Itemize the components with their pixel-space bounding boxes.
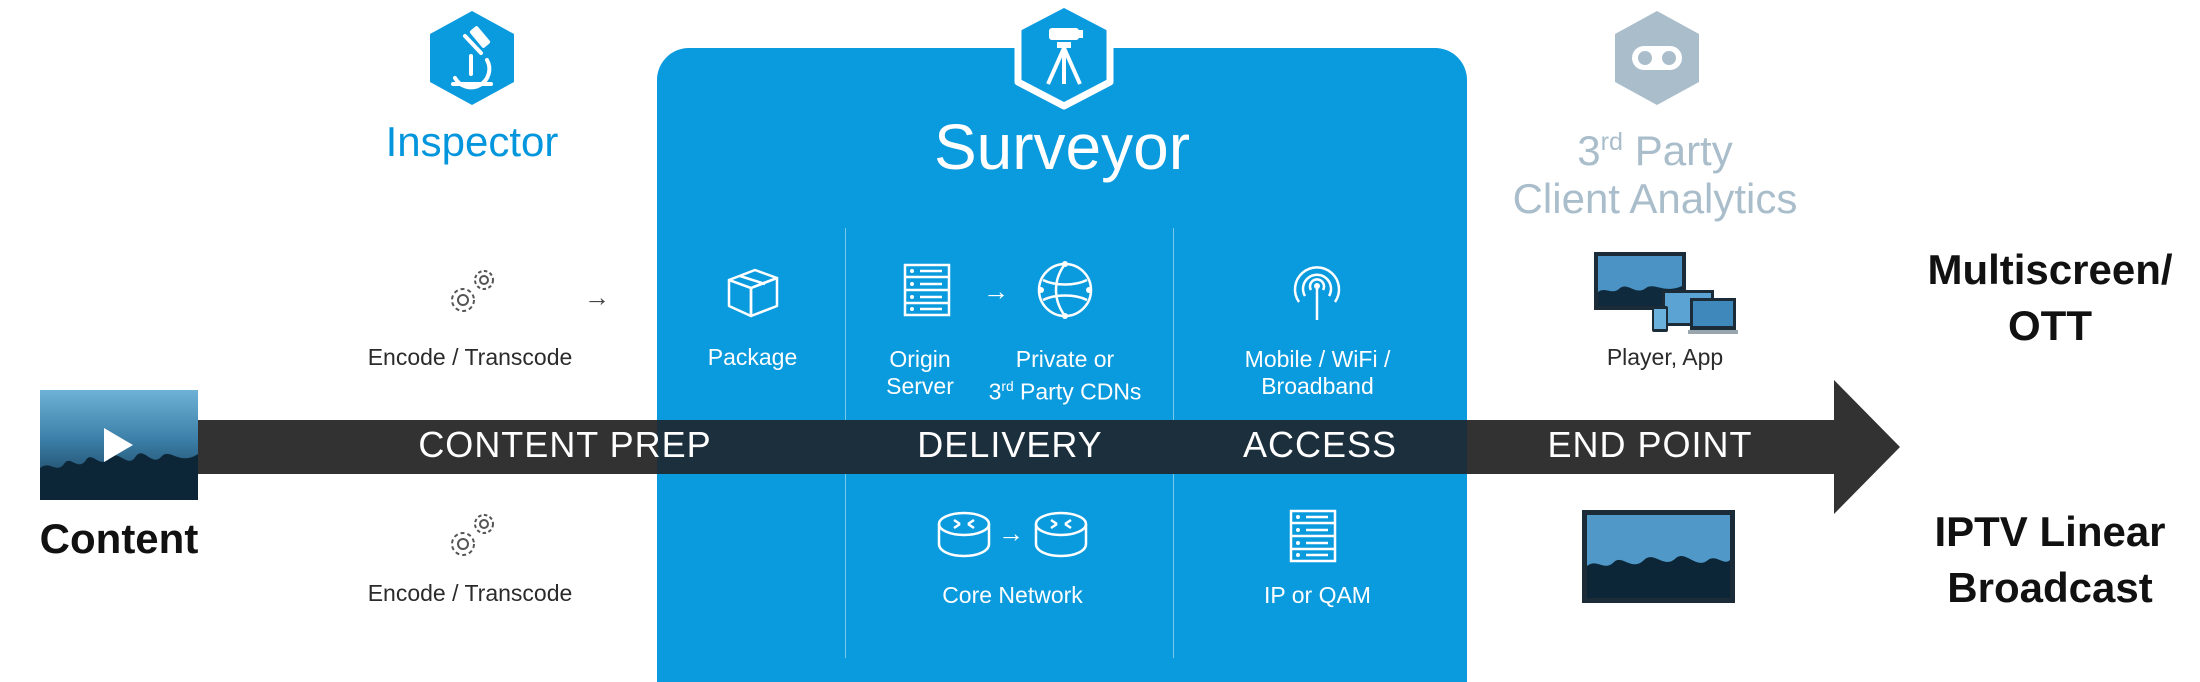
cdn-line2: 3rd Party CDNs (988, 378, 1142, 405)
inspector-title: Inspector (385, 118, 559, 165)
devices-image (1590, 248, 1740, 338)
iptv-line1: IPTV Linear (1934, 508, 2166, 555)
router-icon (1034, 511, 1088, 558)
flow-arrow-overlay (657, 420, 1467, 474)
cdn-line1: Private or (1015, 346, 1115, 372)
stage-delivery: DELIVERY (917, 424, 1103, 465)
router-icon (937, 511, 991, 558)
play-icon (104, 428, 133, 462)
mobile-line1: Mobile / WiFi / (1244, 346, 1391, 372)
tripod-icon (1014, 0, 1114, 110)
tv-image (1582, 510, 1735, 603)
antenna-icon (1293, 266, 1341, 320)
gears-icon (451, 514, 494, 556)
encode-transcode-top: Encode / Transcode (367, 344, 573, 370)
arrow-right-icon: → (584, 282, 610, 312)
arrow-right-icon: → (983, 276, 1009, 306)
server-icon (1289, 509, 1337, 563)
third-party-line1: 3rd Party (1577, 127, 1733, 174)
content-label: Content (39, 515, 199, 562)
player-app-label: Player, App (1606, 344, 1724, 370)
mobile-line2: Broadband (1261, 373, 1374, 399)
binoculars-icon (1615, 11, 1699, 105)
multiscreen-line2: OTT (2008, 302, 2092, 349)
multiscreen-ott-label: Multiscreen/ OTT (1900, 242, 2200, 354)
content-thumbnail (40, 390, 198, 500)
globe-icon (1037, 261, 1093, 319)
stage-content-prep: CONTENT PREP (418, 424, 712, 465)
encode-transcode-bottom: Encode / Transcode (367, 580, 573, 606)
origin-line2: Server (886, 373, 954, 399)
surveyor-title: Surveyor (933, 111, 1191, 183)
iptv-linear-label: IPTV Linear Broadcast (1900, 504, 2200, 616)
third-party-title: 3rd Party Client Analytics (1490, 118, 1820, 223)
stage-access: ACCESS (1242, 424, 1398, 465)
mobile-wifi-label: Mobile / WiFi / Broadband (1225, 346, 1410, 400)
ip-qam-label: IP or QAM (1264, 582, 1371, 608)
third-party-line2: Client Analytics (1512, 175, 1798, 222)
core-network-label: Core Network (942, 582, 1083, 608)
multiscreen-line1: Multiscreen/ (1927, 246, 2173, 293)
microscope-icon (430, 11, 514, 105)
package-icon (727, 268, 779, 318)
arrow-right-icon: → (998, 518, 1024, 548)
origin-server-label: Origin Server (870, 346, 970, 400)
package-label: Package (707, 344, 798, 370)
origin-line1: Origin (889, 346, 951, 372)
surveyor-panel (657, 48, 1467, 682)
stage-end-point: END POINT (1547, 424, 1753, 465)
gears-icon (451, 270, 494, 312)
cdn-label: Private or 3rd Party CDNs (985, 346, 1145, 406)
server-icon (903, 263, 951, 317)
iptv-line2: Broadcast (1947, 564, 2153, 611)
